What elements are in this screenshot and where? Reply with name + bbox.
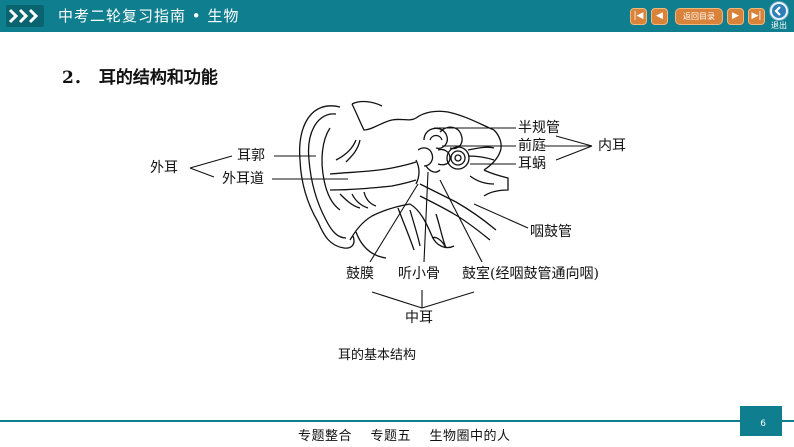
footer-text: 专题整合 专题五 生物圈中的人 (298, 429, 511, 444)
footer-divider (0, 420, 794, 422)
page-number: 6 (760, 419, 766, 429)
label-eustachian-tube: 咽鼓管 (530, 224, 572, 240)
label-tympanic-cavity: 鼓室(经咽鼓管通向咽) (462, 266, 599, 282)
label-cochlea: 耳蜗 (518, 156, 546, 172)
label-auricle: 耳郭 (237, 148, 265, 164)
label-outer-ear: 外耳 (150, 160, 178, 176)
ear-drawing (298, 100, 509, 259)
section-heading: 2． 耳的结构和功能 (62, 63, 218, 88)
label-vestibule: 前庭 (518, 138, 546, 154)
page-title: 中考二轮复习指南 • 生物 (58, 7, 240, 25)
return-contents-button[interactable]: 返回目录 (675, 8, 723, 25)
heading-number: 2． (62, 68, 91, 88)
label-semicircular-canals: 半规管 (518, 120, 560, 136)
exit-icon (769, 1, 789, 21)
label-middle-ear: 中耳 (405, 310, 433, 326)
exit-label: 退出 (771, 21, 787, 30)
label-ear-canal: 外耳道 (222, 171, 264, 187)
last-page-button[interactable]: ▶| (748, 8, 765, 25)
label-eardrum: 鼓膜 (346, 266, 374, 282)
exit-button[interactable]: 退出 (767, 0, 791, 32)
first-page-button[interactable]: |◀ (630, 8, 647, 25)
ear-diagram (189, 100, 593, 309)
heading-text: 耳的结构和功能 (98, 68, 218, 88)
label-inner-ear: 内耳 (598, 138, 626, 154)
page-number-badge: 6 (740, 406, 782, 436)
leader-lines (189, 127, 593, 309)
chevrons-icon (6, 5, 44, 27)
next-page-button[interactable]: ▶ (727, 8, 744, 25)
label-ossicles: 听小骨 (398, 266, 440, 282)
prev-page-button[interactable]: ◀ (651, 8, 668, 25)
diagram-caption: 耳的基本结构 (338, 348, 417, 363)
